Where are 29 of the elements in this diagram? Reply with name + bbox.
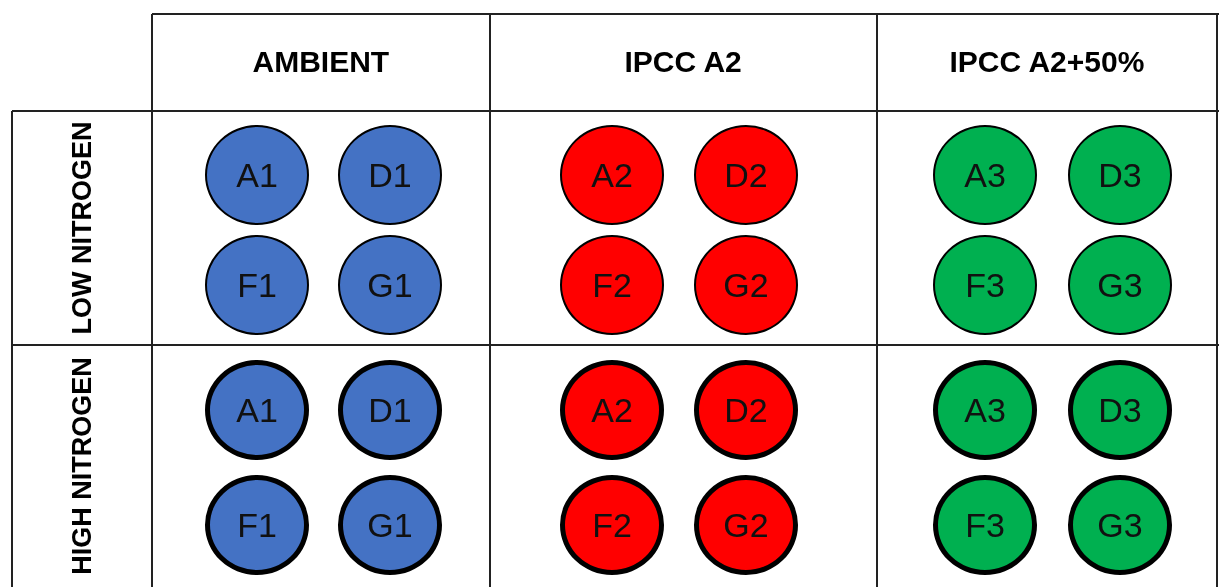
plot-label: A1 bbox=[236, 390, 278, 430]
plot-label: F2 bbox=[592, 505, 632, 545]
plot-label: F3 bbox=[965, 265, 1005, 305]
plot-label: G1 bbox=[367, 505, 413, 545]
plot-label: F3 bbox=[965, 505, 1005, 545]
row-header: LOW NITROGEN bbox=[67, 120, 97, 337]
plot-label: D3 bbox=[1098, 155, 1142, 195]
plot-label: A1 bbox=[236, 155, 278, 195]
plot-label: G2 bbox=[723, 505, 769, 545]
plot-label: G3 bbox=[1097, 265, 1143, 305]
plot-label: A3 bbox=[964, 155, 1006, 195]
plot-label: D3 bbox=[1098, 390, 1142, 430]
column-header: AMBIENT bbox=[252, 45, 390, 79]
plot-label: F2 bbox=[592, 265, 632, 305]
column-header: IPCC A2+50% bbox=[949, 45, 1145, 79]
plot-label: F1 bbox=[237, 505, 277, 545]
plot-label: A3 bbox=[964, 390, 1006, 430]
row-header: HIGH NITROGEN bbox=[67, 356, 97, 577]
plot-label: A2 bbox=[591, 390, 633, 430]
plot-label: A2 bbox=[591, 155, 633, 195]
plot-label: D1 bbox=[368, 390, 412, 430]
plot-label: D1 bbox=[368, 155, 412, 195]
plot-label: G1 bbox=[367, 265, 413, 305]
plot-label: F1 bbox=[237, 265, 277, 305]
plot-label: G3 bbox=[1097, 505, 1143, 545]
plot-label: D2 bbox=[724, 390, 768, 430]
column-header: IPCC A2 bbox=[624, 45, 742, 79]
plot-label: D2 bbox=[724, 155, 768, 195]
plot-label: G2 bbox=[723, 265, 769, 305]
